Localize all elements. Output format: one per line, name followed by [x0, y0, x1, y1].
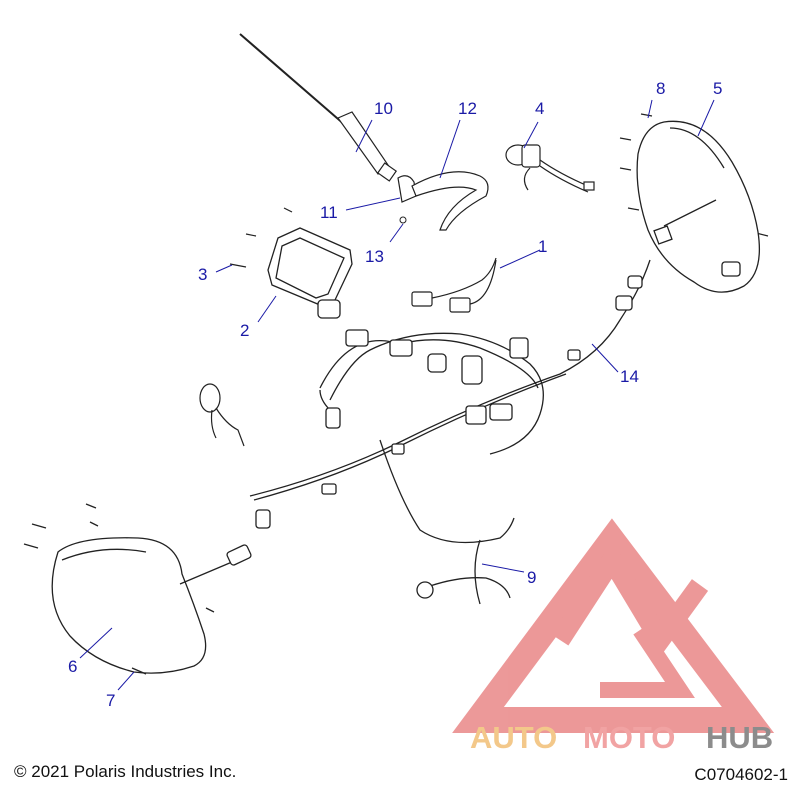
callout-14: 14	[620, 367, 639, 386]
headlight-housing-left	[23, 503, 252, 675]
main-harness-14	[249, 259, 651, 605]
watermark-text: AUTO MOTO HUB	[470, 720, 773, 755]
callout-1: 1	[538, 237, 547, 256]
callout-6: 6	[68, 657, 77, 676]
control-module-2	[267, 227, 353, 319]
callout-11: 11	[320, 203, 338, 222]
watermark-hub: HUB	[706, 720, 773, 755]
callout-7: 7	[106, 691, 115, 710]
callout-12: 12	[458, 99, 477, 118]
watermark-logo	[452, 518, 775, 733]
washer-13	[399, 216, 407, 224]
harness-connector-1	[411, 257, 497, 313]
leader-lines	[79, 99, 715, 691]
callout-5: 5	[713, 79, 722, 98]
watermark-moto: MOTO	[583, 720, 675, 755]
callout-2: 2	[240, 321, 249, 340]
callout-10: 10	[374, 99, 393, 118]
callout-labels: 1 2 3 4 5 6 7 8 9 10 11 12 13 14	[68, 79, 722, 710]
watermark-auto: AUTO	[470, 720, 557, 755]
callout-13: 13	[365, 247, 384, 266]
round-connector	[199, 383, 245, 447]
headlight-housing-right	[636, 120, 761, 293]
copyright-text: © 2021 Polaris Industries Inc.	[14, 762, 237, 781]
diagram-code: C0704602-1	[694, 765, 788, 784]
switch-4	[505, 144, 595, 193]
callout-3: 3	[198, 265, 207, 284]
callout-9: 9	[527, 568, 536, 587]
callout-4: 4	[535, 99, 544, 118]
antenna-bracket	[397, 171, 489, 231]
antenna	[239, 33, 398, 182]
callout-8: 8	[656, 79, 665, 98]
